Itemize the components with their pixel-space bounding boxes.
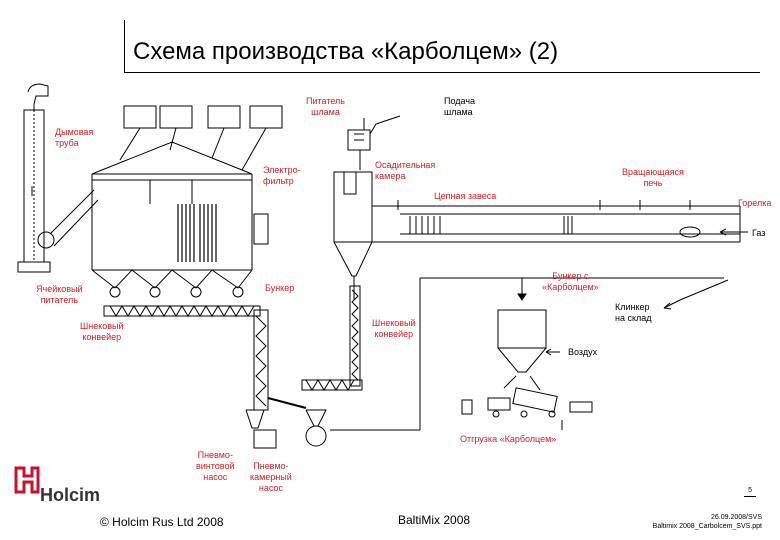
- slide-title: Схема производства «Карболцем» (2): [133, 38, 559, 65]
- bag: [461, 399, 473, 415]
- label-burner: Горелка: [738, 198, 772, 208]
- label-gas: Газ: [752, 228, 766, 238]
- label-electrofilter: Электро- фильтр: [263, 165, 301, 186]
- label-clinker-to-storage: Клинкер на склад: [615, 302, 652, 323]
- label-rotary-kiln: Вращающаяся печь: [622, 167, 684, 188]
- brand-name: Holcim: [40, 485, 101, 505]
- title-rule-vertical: [124, 20, 125, 72]
- rotary-kiln: [372, 200, 741, 243]
- truck-2: [512, 387, 558, 413]
- label-chimney: Дымовая труба: [55, 127, 94, 148]
- label-slurry-feeder: Питатель шлама: [306, 96, 345, 117]
- holcim-logo-icon: [14, 466, 40, 494]
- exhaust-fan: [37, 231, 55, 249]
- pneumo-chamber-pump: [305, 425, 327, 447]
- label-settling-chamber: Осадительная камера: [375, 160, 436, 181]
- label-bunker: Бункер: [265, 283, 295, 293]
- screw-conveyor-mid: [349, 285, 361, 387]
- footer-ref-line2: Baltimix 2008_Carbolcem_SVS.ppt: [652, 523, 762, 530]
- label-chain-curtain: Цепная завеса: [434, 191, 497, 201]
- label-pneumo-chamber-pump: Пневмо- камерный насос: [250, 461, 292, 493]
- settling-chamber: [333, 171, 373, 300]
- label-screw-conveyor-mid: Шнековый конвейер: [372, 318, 416, 339]
- label-product-shipment: Отгрузка «Карболцем»: [460, 434, 557, 444]
- label-screw-conveyor-left: Шнековый конвейер: [80, 321, 124, 342]
- pump-left-hopper: [245, 409, 265, 429]
- burner-flame: [679, 226, 701, 238]
- truck-1: [487, 397, 511, 411]
- label-air: Воздух: [568, 347, 598, 357]
- transformers: [119, 105, 283, 171]
- label-rotary-feeder: Ячейковый питатель: [36, 284, 83, 305]
- footer-copyright: © Holcim Rus Ltd 2008: [100, 515, 224, 529]
- rotary-feeders: [109, 286, 244, 298]
- label-slurry-supply: Подача шлама: [444, 96, 476, 117]
- pump-right-hopper: [305, 409, 327, 427]
- slurry-feeder: [347, 115, 401, 170]
- product-bunker: [497, 309, 547, 349]
- footer-event: BaltiMix 2008: [398, 513, 471, 527]
- footer-ref-line1: 26.09.2008/SVS: [711, 514, 762, 521]
- pneumo-screw-pump: [253, 429, 277, 449]
- label-pneumo-screw-pump: Пневмо- винтовой насос: [196, 450, 235, 482]
- label-product-bunker: Бункер с «Карболцем»: [542, 271, 599, 292]
- page-number-rule: [744, 496, 756, 497]
- bucket-elevator: [253, 309, 269, 411]
- pallet: [569, 401, 593, 413]
- title-rule-horizontal: [124, 72, 760, 73]
- electrofilter: [91, 141, 269, 289]
- page-number: 5: [748, 487, 752, 494]
- chimney: [17, 83, 51, 273]
